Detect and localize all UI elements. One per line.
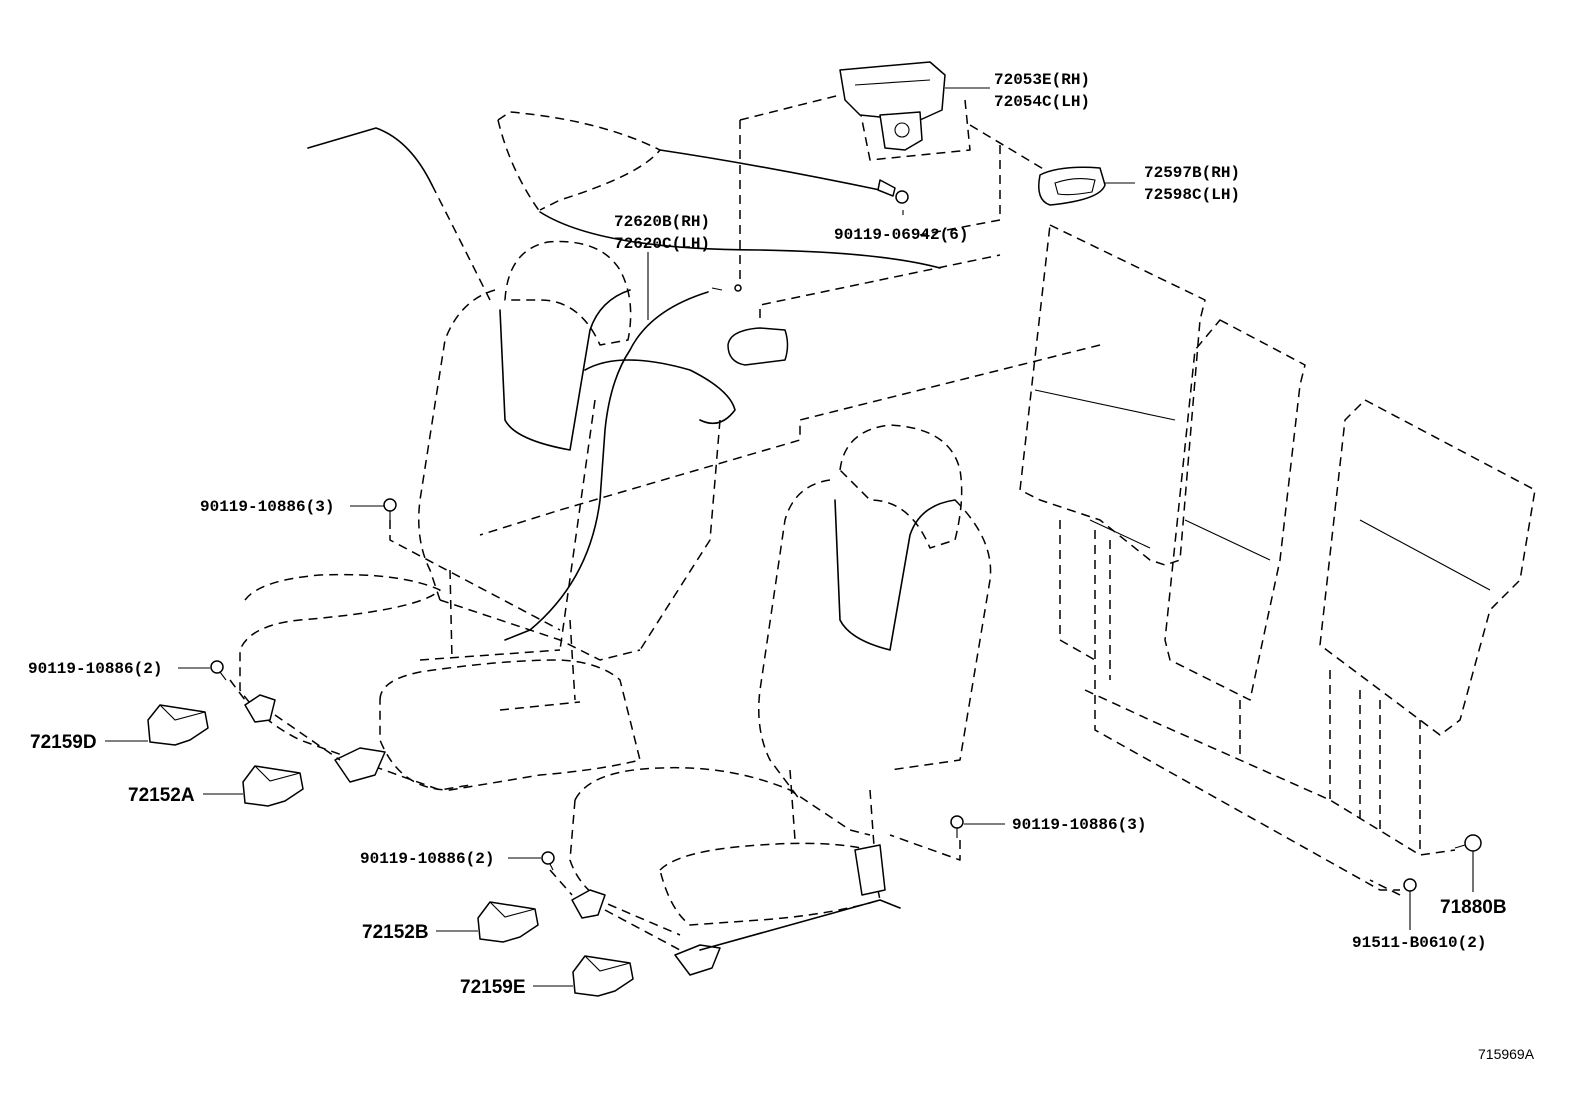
callout-72159D: 72159D	[30, 732, 97, 753]
callout-72152B: 72152B	[362, 922, 429, 943]
connector-lines	[229, 94, 1401, 896]
cover-72152A	[242, 765, 304, 807]
bolt-b	[210, 660, 227, 681]
diagram-code: 715969A	[1478, 1046, 1535, 1062]
bezel-part	[1038, 166, 1106, 206]
callout-91511-B0610: 91511-B0610(2)	[1352, 934, 1486, 952]
callout-90119-10886-3b: 90119-10886(3)	[1012, 816, 1146, 834]
callout-90119-06942: 90119-06942(6)	[834, 226, 968, 244]
callout-labels: 72053E(RH) 72054C(LH) 72597B(RH) 72598C(…	[28, 71, 1535, 1062]
screw-90119-06942	[877, 179, 909, 204]
callout-90119-10886-2a: 90119-10886(2)	[28, 660, 162, 678]
callout-71880B: 71880B	[1440, 897, 1507, 918]
clip-71880B	[1454, 834, 1482, 852]
callout-72620C: 72620C(LH)	[614, 235, 710, 253]
rear-seat-panels	[1019, 224, 1536, 891]
bolt-c	[541, 851, 555, 871]
callout-72620B: 72620B(RH)	[614, 213, 710, 231]
callout-72053E: 72053E(RH)	[994, 71, 1090, 89]
small-parts	[147, 61, 1482, 997]
callout-90119-10886-2b: 90119-10886(2)	[360, 850, 494, 868]
callout-72152A: 72152A	[128, 785, 195, 806]
cover-72152B	[477, 901, 539, 943]
bolt-d	[950, 815, 964, 838]
leader-lines	[105, 87, 1474, 987]
callout-72597B: 72597B(RH)	[1144, 164, 1240, 182]
latch-assembly-part	[839, 61, 946, 151]
callout-90119-10886-3a: 90119-10886(3)	[200, 498, 334, 516]
cover-72159D	[147, 704, 209, 746]
bolt-e	[1403, 878, 1417, 900]
cable-end-cover	[727, 327, 789, 366]
cover-72159E	[572, 955, 634, 997]
body-outline	[307, 111, 941, 301]
callout-72054C: 72054C(LH)	[994, 93, 1090, 111]
left-seat	[239, 120, 742, 791]
callout-72159E: 72159E	[460, 977, 526, 998]
callout-72598C: 72598C(LH)	[1144, 186, 1240, 204]
right-seat	[569, 424, 992, 976]
bolt-a	[383, 498, 397, 520]
